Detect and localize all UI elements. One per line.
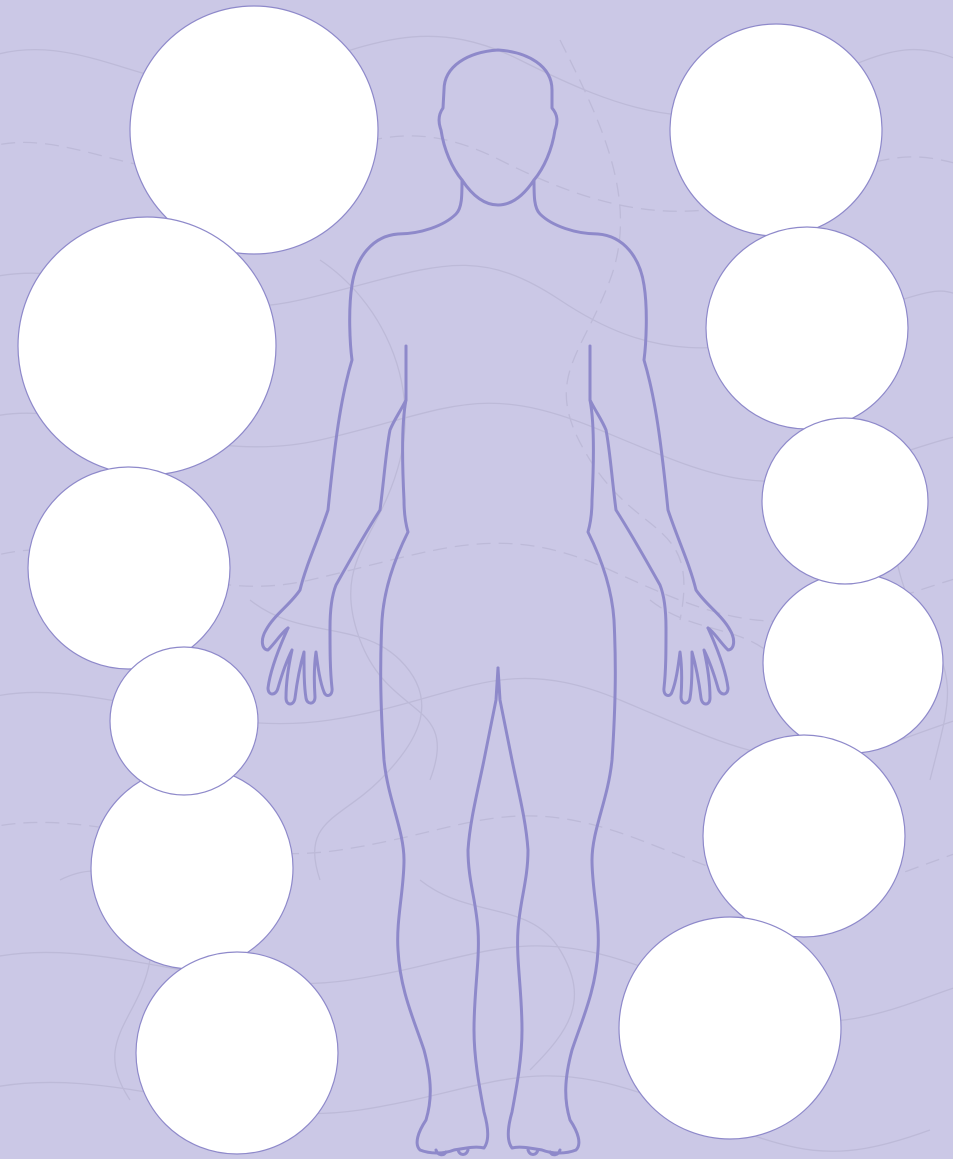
right-bubble-5[interactable] <box>703 735 905 937</box>
left-bubble-6[interactable] <box>136 952 338 1154</box>
right-bubble-4[interactable] <box>763 573 943 753</box>
left-bubble-3[interactable] <box>28 467 230 669</box>
right-bubble-2[interactable] <box>706 227 908 429</box>
left-bubble-5[interactable] <box>91 767 293 969</box>
right-bubble-1[interactable] <box>670 24 882 236</box>
left-bubble-1[interactable] <box>130 6 378 254</box>
left-bubble-2[interactable] <box>18 217 276 475</box>
right-bubble-column <box>619 24 943 1139</box>
right-bubble-6[interactable] <box>619 917 841 1139</box>
left-bubble-column <box>18 6 378 1154</box>
left-bubble-4[interactable] <box>110 647 258 795</box>
right-bubble-3[interactable] <box>762 418 928 584</box>
